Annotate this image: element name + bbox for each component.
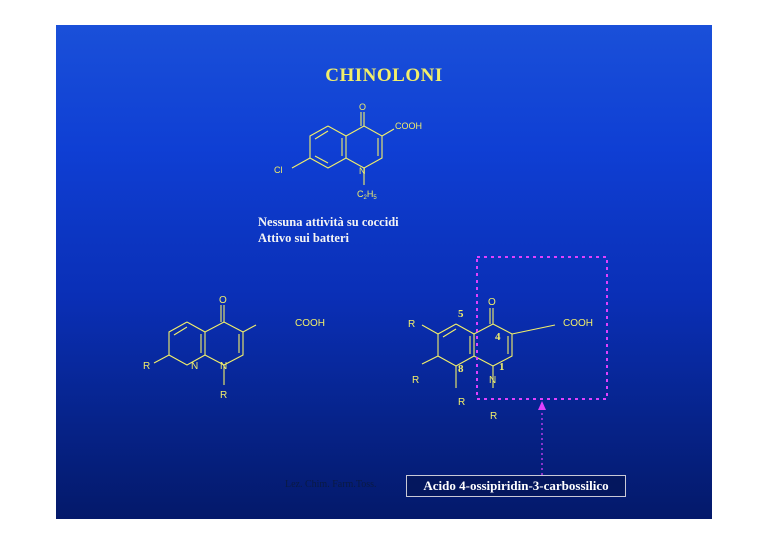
- right-n1-label: N: [489, 375, 496, 386]
- right-r1-label: R: [490, 411, 497, 422]
- position-8-label: 8: [458, 363, 464, 375]
- structure-left: [153, 305, 257, 385]
- structure-right: [421, 308, 556, 388]
- notes-block: Nessuna attività su coccidi Attivo sui b…: [258, 214, 399, 246]
- left-n1-label: N: [220, 361, 227, 372]
- right-r8-label: R: [458, 397, 465, 408]
- note-line: Nessuna attività su coccidi: [258, 215, 399, 229]
- left-oxygen-label: O: [219, 295, 227, 306]
- left-cooh-label: COOH: [295, 318, 325, 329]
- page-title: CHINOLONI: [325, 65, 443, 86]
- structure-top: [291, 112, 395, 185]
- left-r1-label: R: [220, 390, 227, 401]
- top-nitrogen-label: N: [359, 166, 366, 176]
- structure-top-labels: O COOH Cl N C2H5: [274, 102, 422, 201]
- left-n8-label: N: [191, 361, 198, 372]
- note-line: Attivo sui batteri: [258, 231, 349, 245]
- slide: CHINOLONI O COOH Cl N C2H5: [56, 25, 712, 519]
- structure-right-labels: O COOH R R R N R 5 4 8 1: [408, 297, 593, 422]
- structure-left-labels: O COOH R N N R: [143, 295, 325, 401]
- top-ethyl-label: C2H5: [357, 189, 377, 201]
- right-cooh-label: COOH: [563, 318, 593, 329]
- chemical-structures: O COOH Cl N C2H5 O COOH R N N R: [143, 102, 608, 475]
- position-4-label: 4: [495, 331, 501, 343]
- top-chlorine-label: Cl: [274, 165, 283, 175]
- top-oxygen-label: O: [359, 102, 366, 112]
- footer-text: Lez. Chim. Farm.Toss.: [285, 479, 377, 490]
- left-r7-label: R: [143, 361, 150, 372]
- top-cooh-label: COOH: [395, 121, 422, 131]
- position-5-label: 5: [458, 308, 464, 320]
- right-r7-label: R: [412, 375, 419, 386]
- position-1-label: 1: [499, 361, 505, 373]
- highlight-arrowhead: [538, 401, 546, 410]
- right-oxygen-label: O: [488, 297, 496, 308]
- right-r6-label: R: [408, 319, 415, 330]
- highlight-box: [476, 256, 608, 400]
- highlight-name-box: Acido 4-ossipiridin-3-carbossilico: [406, 475, 626, 497]
